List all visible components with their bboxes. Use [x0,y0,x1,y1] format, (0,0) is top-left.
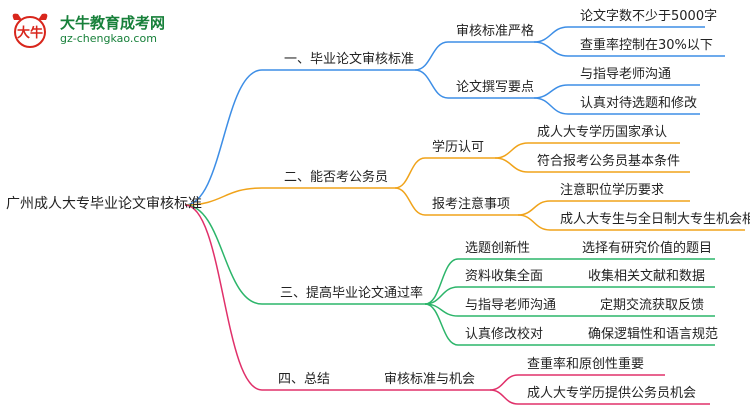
connector-branch-1-sub-2 [414,69,449,99]
root-topic: 广州成人大专毕业论文审核标准 [6,196,202,212]
bull-logo-icon: 大牛 [12,13,48,48]
branch-3-sub-4-leaf-1: 确保逻辑性和语言规范 [588,327,719,342]
connector-b2s2-leaf-2 [517,214,551,231]
connector-b2s1-leaf-1 [494,142,529,159]
branch-2-sub-2: 报考注意事项 [432,197,511,212]
logo-mark-text: 大牛 [17,25,43,41]
connector-root-branch-4 [184,204,263,391]
connector-b1s2-leaf-1 [533,84,569,99]
branch-3-sub-3-leaf-1: 定期交流获取反馈 [600,298,705,313]
branch-4-label: 四、总结 [278,372,331,387]
branch-1-sub-1-leaf-2: 查重率控制在30%以下 [580,38,713,53]
branch-1-sub-2-leaf-1: 与指导老师沟通 [580,67,672,82]
branch-3-sub-2-leaf-1: 收集相关文献和数据 [588,269,706,284]
branch-3-sub-1: 选题创新性 [465,241,531,256]
connector-root-branch-2 [184,187,263,206]
branch-1-label: 一、毕业论文审核标准 [284,52,415,67]
branch-3-sub-2: 资料收集全面 [465,269,544,284]
connector-b2s2-leaf-1 [517,200,551,216]
branch-4-sub-1-leaf-1: 查重率和原创性重要 [527,357,645,372]
connector-b2s1-leaf-2 [494,157,529,173]
logo-site-url: gz-chengkao.com [60,32,157,45]
connector-b1s1-leaf-1 [533,26,569,43]
connector-b4s1-leaf-1 [489,374,519,391]
branch-4-sub-1: 审核标准与机会 [384,372,476,387]
branch-2-sub-1: 学历认可 [432,140,485,155]
branch-2-sub-2-leaf-1: 注意职位学历要求 [560,183,665,198]
connector-branch-3-sub-4 [424,303,459,346]
branch-1-sub-1: 审核标准严格 [456,24,535,39]
branch-2-label: 二、能否考公务员 [284,170,389,185]
branch-3-sub-3: 与指导老师沟通 [465,298,557,313]
branch-3-label: 三、提高毕业论文通过率 [280,286,424,301]
connector-branch-2-sub-2 [394,187,426,216]
connector-branch-2-sub-1 [394,157,426,189]
branch-2-sub-1-leaf-2: 符合报考公务员基本条件 [537,154,681,169]
branch-1-sub-1-leaf-1: 论文字数不少于5000字 [580,9,718,24]
branch-2-sub-2-leaf-2: 成人大专生与全日制大专生机会相同 [560,212,750,227]
connector-branch-3-sub-1 [424,258,459,305]
site-logo: 大牛 大牛教育成考网 gz-chengkao.com [8,10,178,52]
connector-branch-3-sub-2 [424,286,459,305]
branch-2-sub-1-leaf-1: 成人大专学历国家承认 [537,125,668,140]
branch-1-sub-2-leaf-2: 认真对待选题和修改 [580,96,698,111]
connector-b1s1-leaf-2 [533,41,569,57]
branch-3-sub-4: 认真修改校对 [465,327,544,342]
branch-4-sub-1-leaf-2: 成人大专学历提供公务员机会 [527,386,697,401]
branch-1-sub-2: 论文撰写要点 [456,80,535,95]
logo-site-name: 大牛教育成考网 [60,14,166,32]
connector-branch-1-sub-1 [414,41,449,71]
connector-root-branch-3 [184,204,263,305]
connector-b1s2-leaf-2 [533,97,569,115]
connector-b4s1-leaf-2 [489,389,519,405]
connector-root-branch-1 [184,69,263,206]
branch-3-sub-1-leaf-1: 选择有研究价值的题目 [582,241,713,256]
